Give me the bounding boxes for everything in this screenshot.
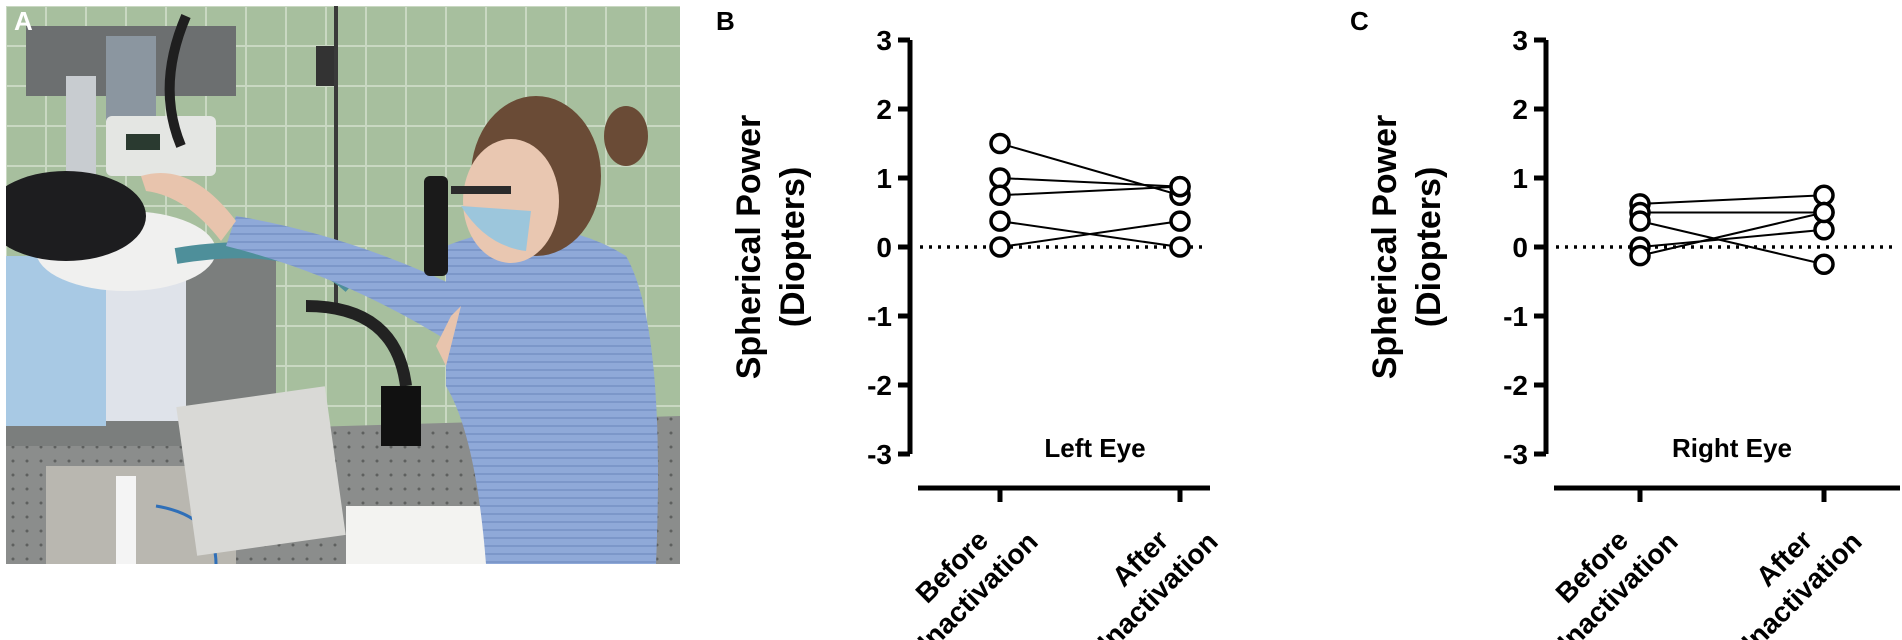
data-point xyxy=(989,184,1011,206)
panel-label-c: C xyxy=(1350,6,1369,36)
y-axis-label-line: (Diopters) xyxy=(774,167,812,328)
y-axis-label: Spherical Power(Diopters) xyxy=(1366,115,1448,380)
data-point xyxy=(1169,175,1191,198)
x-tick-label: AfterInactivation xyxy=(1066,500,1223,640)
y-tick-label: 3 xyxy=(876,25,892,56)
data-point xyxy=(1813,184,1835,206)
x-tick-label: BeforeInactivation xyxy=(886,500,1043,640)
series-line xyxy=(999,142,1181,197)
x-tick-label: BeforeInactivation xyxy=(1526,500,1683,640)
y-tick-label: -3 xyxy=(867,439,892,470)
y-axis-label-line: (Diopters) xyxy=(1410,167,1448,328)
data-point xyxy=(1813,219,1835,241)
y-tick-label: -1 xyxy=(1503,301,1528,332)
series-line xyxy=(1639,220,1825,266)
data-point xyxy=(989,236,1011,258)
y-tick-label: 1 xyxy=(876,163,892,194)
y-tick-label: -3 xyxy=(1503,439,1528,470)
y-tick-label: 0 xyxy=(876,232,892,263)
data-point xyxy=(989,210,1011,232)
panel-label-b: B xyxy=(716,6,735,36)
series-line xyxy=(999,185,1181,197)
data-point xyxy=(989,167,1011,189)
data-point xyxy=(1629,210,1651,232)
data-point xyxy=(1169,210,1191,232)
data-point xyxy=(1169,236,1191,258)
y-axis-label: Spherical Power(Diopters) xyxy=(730,115,812,380)
y-tick-label: -1 xyxy=(867,301,892,332)
y-axis-label-line: Spherical Power xyxy=(1366,115,1404,380)
series-line xyxy=(1639,211,1825,257)
chart-right-eye: 3 2 1 0 -1 -2 -3 Spherical Power(Diopters) Befor… xyxy=(1366,25,1900,640)
y-tick-label: -2 xyxy=(867,370,892,401)
eye-annotation: Left Eye xyxy=(1044,433,1145,463)
lab-photograph xyxy=(6,6,680,564)
y-tick-label: 0 xyxy=(1512,232,1528,263)
x-tick-label: AfterInactivation xyxy=(1710,500,1867,640)
eye-annotation: Right Eye xyxy=(1672,433,1792,463)
y-axis-label-line: Spherical Power xyxy=(730,115,768,380)
series-line xyxy=(1639,194,1825,205)
data-point xyxy=(1813,201,1835,224)
y-tick-label: 3 xyxy=(1512,25,1528,56)
lab-photograph-illustration xyxy=(6,6,680,564)
data-point xyxy=(989,132,1011,155)
y-tick-label: 2 xyxy=(1512,94,1528,125)
y-tick-label: 2 xyxy=(876,94,892,125)
y-tick-label: -2 xyxy=(1503,370,1528,401)
y-tick-label: 1 xyxy=(1512,163,1528,194)
series-line xyxy=(999,220,1181,248)
panel-label-a: A xyxy=(14,6,33,36)
series-line xyxy=(1639,228,1825,248)
chart-left-eye: 3 2 1 0 -1 -2 -3 Spherical Power(Diopters) Befor… xyxy=(730,25,1224,640)
data-point xyxy=(1629,244,1651,267)
data-point xyxy=(1813,253,1835,275)
series-line xyxy=(999,177,1181,188)
